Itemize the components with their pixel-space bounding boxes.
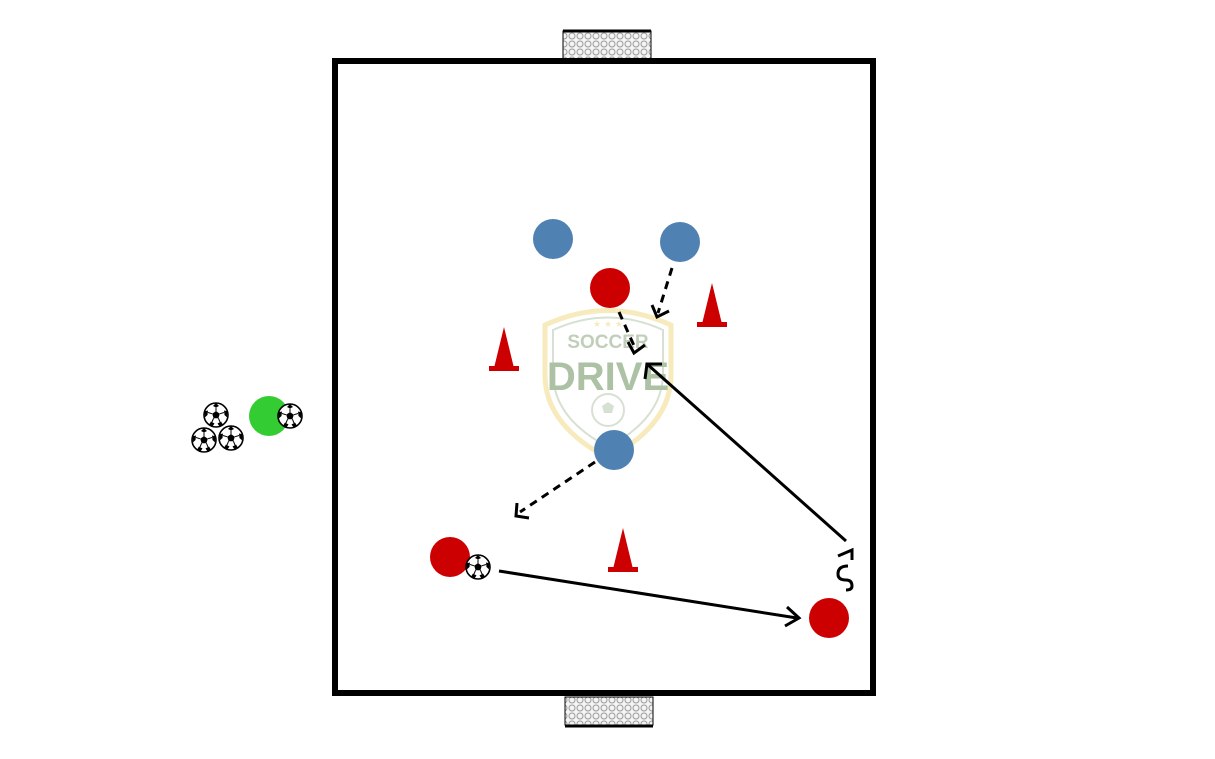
top-goal	[562, 30, 652, 60]
blue-run-arrow-1	[656, 267, 674, 314]
blue-player	[533, 219, 573, 259]
dribble-arrow	[643, 362, 854, 592]
watermark-top-text: SOCCER	[567, 332, 649, 353]
pass-arrow	[498, 569, 802, 628]
bottom-goal	[564, 696, 654, 726]
red-player	[809, 598, 849, 638]
blue-run-arrowhead-2	[514, 502, 530, 520]
watermark-main-text: DRIVE	[547, 355, 669, 399]
watermark-stars: ★ ★ ★	[593, 320, 623, 330]
red-player	[590, 268, 630, 308]
blue-player	[594, 430, 634, 470]
soccer-ball-icon	[465, 554, 491, 580]
red-run-arrow	[617, 311, 637, 349]
coach-player	[249, 396, 289, 436]
red-player	[430, 537, 470, 577]
blue-player	[660, 222, 700, 262]
soccer-ball-icon	[191, 427, 217, 453]
soccer-ball-icon	[277, 403, 303, 429]
blue-run-arrow-2	[519, 460, 596, 514]
soccer-drive-watermark: ★ ★ ★ SOCCER DRIVE	[542, 308, 674, 461]
soccer-ball-icon	[218, 425, 244, 451]
red-run-arrowhead	[626, 341, 646, 356]
soccer-ball-icon	[203, 402, 229, 428]
blue-run-arrowhead-1	[650, 304, 670, 320]
